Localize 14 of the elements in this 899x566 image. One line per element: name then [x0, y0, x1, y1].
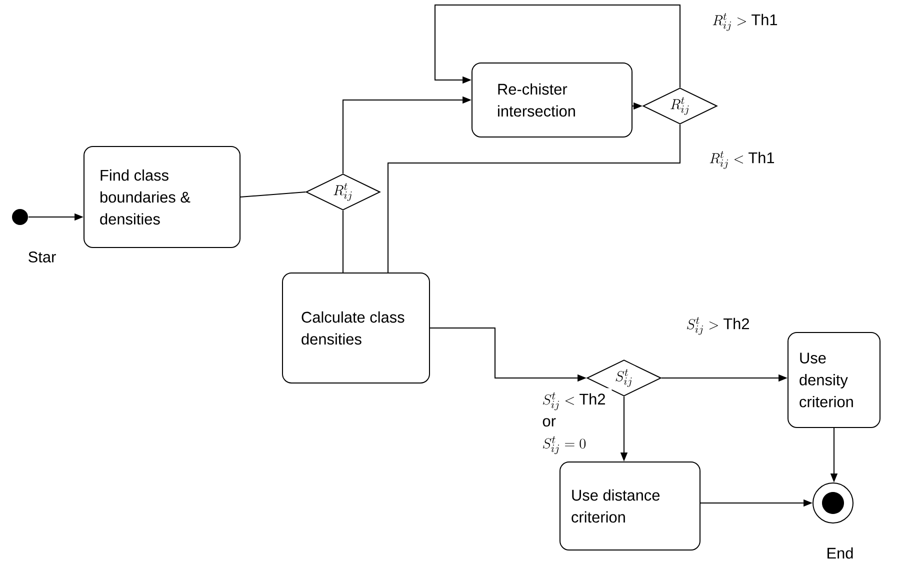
start-node: [12, 209, 28, 225]
edge-label: $R^{t}_{ij} < \mathrm{Th1}$: [708, 150, 776, 170]
process-box: Use distance criterion: [560, 462, 700, 550]
node-caption: Star: [28, 252, 56, 262]
end-node: [812, 482, 854, 524]
node-caption: End: [828, 547, 853, 559]
process-box: Find class boundaries & densities: [84, 146, 240, 248]
process-box: Re-chister intersection: [472, 62, 632, 138]
process-box: Use density criterion: [788, 332, 880, 428]
edge-label: $S^{t}_{ij} > \mathrm{Th2}$: [685, 316, 751, 336]
edge-label: $R^{t}_{ij} > \mathrm{Th1}$: [711, 12, 779, 32]
process-box: Calculate class densities: [282, 272, 430, 384]
edge-label: $\begin{array}{l} S^{t}_{ij} < \mathrm{Th2} \\ \mathrm{or} \\ S^{t}_{ij} = 0 \end{array}$: [536, 388, 612, 456]
arrow: [434, 4, 680, 88]
